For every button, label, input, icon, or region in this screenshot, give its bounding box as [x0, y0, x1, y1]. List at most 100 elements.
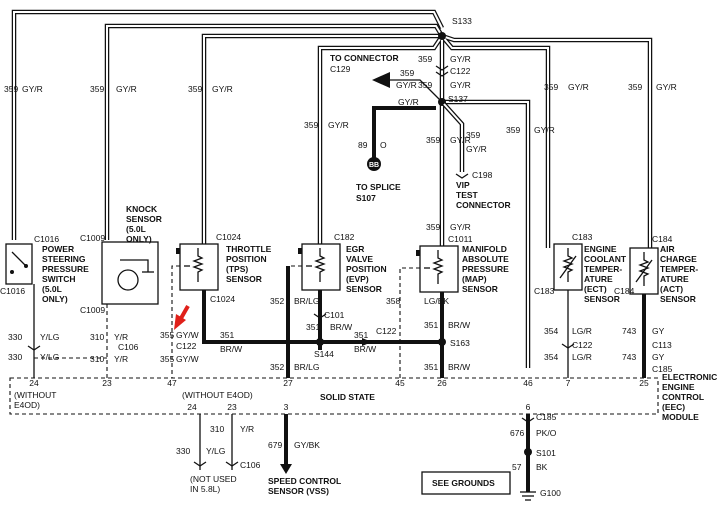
svg-text:GY/R: GY/R — [568, 82, 589, 92]
svg-text:AIR: AIR — [660, 244, 675, 254]
svg-text:LG/BK: LG/BK — [424, 296, 449, 306]
svg-text:351: 351 — [220, 330, 234, 340]
svg-text:BR/W: BR/W — [220, 344, 242, 354]
svg-text:23: 23 — [227, 402, 237, 412]
svg-text:Y/LG: Y/LG — [40, 352, 59, 362]
svg-text:47: 47 — [167, 378, 177, 388]
map-sensor — [416, 245, 459, 293]
svg-text:SENSOR: SENSOR — [660, 294, 696, 304]
svg-text:26: 26 — [437, 378, 447, 388]
svg-text:SENSOR: SENSOR — [584, 294, 620, 304]
svg-text:BB: BB — [369, 162, 379, 169]
knock-sensor — [101, 241, 159, 305]
svg-text:BK: BK — [536, 462, 548, 472]
svg-text:676: 676 — [510, 428, 524, 438]
svg-text:GY/BK: GY/BK — [294, 440, 320, 450]
svg-text:ENGINE: ENGINE — [584, 244, 617, 254]
svg-text:(TPS): (TPS) — [226, 264, 248, 274]
svg-text:355: 355 — [160, 330, 174, 340]
svg-text:743: 743 — [622, 326, 636, 336]
svg-text:C185: C185 — [652, 364, 673, 374]
svg-text:G100: G100 — [540, 488, 561, 498]
svg-text:GY/R: GY/R — [328, 120, 349, 130]
svg-text:330: 330 — [8, 332, 22, 342]
see-grounds-box — [421, 471, 511, 495]
svg-text:GY/R: GY/R — [398, 97, 419, 107]
svg-text:351: 351 — [354, 330, 368, 340]
svg-text:MANIFOLD: MANIFOLD — [462, 244, 507, 254]
svg-text:COOLANT: COOLANT — [584, 254, 627, 264]
svg-text:ONLY): ONLY) — [42, 294, 68, 304]
svg-text:Y/R: Y/R — [240, 424, 254, 434]
splice-s137-label: S137 — [448, 94, 468, 104]
svg-text:ATURE: ATURE — [584, 274, 613, 284]
svg-text:359: 359 — [426, 135, 440, 145]
svg-text:CHARGE: CHARGE — [660, 254, 697, 264]
svg-text:GY: GY — [652, 326, 665, 336]
svg-text:(NOT USED: (NOT USED — [190, 474, 237, 484]
svg-text:(ACT): (ACT) — [660, 284, 683, 294]
gyr-feed-wires — [11, 9, 653, 368]
svg-text:SENSOR: SENSOR — [226, 274, 262, 284]
svg-text:358: 358 — [386, 296, 400, 306]
svg-text:C106: C106 — [118, 342, 139, 352]
svg-text:57: 57 — [512, 462, 522, 472]
svg-text:23: 23 — [102, 378, 112, 388]
svg-text:BR/LG: BR/LG — [294, 362, 320, 372]
svg-text:GY/W: GY/W — [176, 354, 199, 364]
svg-text:POWER: POWER — [42, 244, 74, 254]
svg-text:GY/R: GY/R — [534, 125, 555, 135]
svg-text:C122: C122 — [376, 326, 397, 336]
svg-text:EGR: EGR — [346, 244, 364, 254]
svg-text:CONNECTOR: CONNECTOR — [456, 200, 511, 210]
svg-text:359: 359 — [400, 68, 414, 78]
vip-test-connector-label: VIP — [456, 180, 470, 190]
svg-text:C113: C113 — [652, 340, 672, 350]
svg-text:C1016: C1016 — [34, 234, 59, 244]
svg-text:IN 5.8L): IN 5.8L) — [190, 484, 220, 494]
svg-text:359: 359 — [426, 222, 440, 232]
svg-text:O: O — [380, 140, 387, 150]
svg-text:GY/R: GY/R — [116, 84, 137, 94]
svg-text:C183: C183 — [572, 232, 593, 242]
svg-text:679: 679 — [268, 440, 282, 450]
svg-text:351: 351 — [424, 362, 438, 372]
svg-text:352: 352 — [270, 296, 284, 306]
splice-s133-label: S133 — [452, 16, 472, 26]
svg-text:89: 89 — [358, 140, 368, 150]
svg-text:359: 359 — [544, 82, 558, 92]
svg-text:POSITION: POSITION — [226, 254, 267, 264]
svg-text:Y/LG: Y/LG — [206, 446, 225, 456]
svg-text:SENSOR: SENSOR — [462, 284, 498, 294]
svg-text:359: 359 — [90, 84, 104, 94]
svg-text:GY/R: GY/R — [396, 80, 417, 90]
splice-s163-dot — [438, 338, 446, 346]
svg-text:46: 46 — [523, 378, 533, 388]
svg-text:GY/R: GY/R — [450, 54, 471, 64]
svg-text:C1009: C1009 — [80, 233, 105, 243]
svg-text:(EVP): (EVP) — [346, 274, 369, 284]
ect-sensor — [553, 243, 583, 291]
svg-text:S144: S144 — [314, 349, 334, 359]
svg-text:330: 330 — [8, 352, 22, 362]
svg-text:SEE GROUNDS: SEE GROUNDS — [432, 478, 495, 488]
svg-text:7: 7 — [566, 378, 571, 388]
svg-text:(WITHOUT: (WITHOUT — [14, 390, 57, 400]
splice-s133-dot — [438, 32, 446, 40]
svg-text:ONLY): ONLY) — [126, 234, 152, 244]
svg-text:3: 3 — [284, 402, 289, 412]
ground-symbol — [520, 491, 536, 501]
svg-text:Y/R: Y/R — [114, 332, 128, 342]
svg-text:C122: C122 — [450, 66, 471, 76]
svg-text:CONTROL: CONTROL — [662, 392, 704, 402]
svg-text:C182: C182 — [334, 232, 355, 242]
svg-text:(5.0L: (5.0L — [42, 284, 62, 294]
svg-text:25: 25 — [639, 378, 649, 388]
svg-text:310: 310 — [90, 354, 104, 364]
svg-text:BR/W: BR/W — [354, 344, 376, 354]
svg-text:C101: C101 — [324, 310, 345, 320]
svg-text:351: 351 — [424, 320, 438, 330]
svg-text:BR/W: BR/W — [330, 322, 352, 332]
svg-text:BR/W: BR/W — [448, 362, 470, 372]
svg-text:TEST: TEST — [456, 190, 479, 200]
